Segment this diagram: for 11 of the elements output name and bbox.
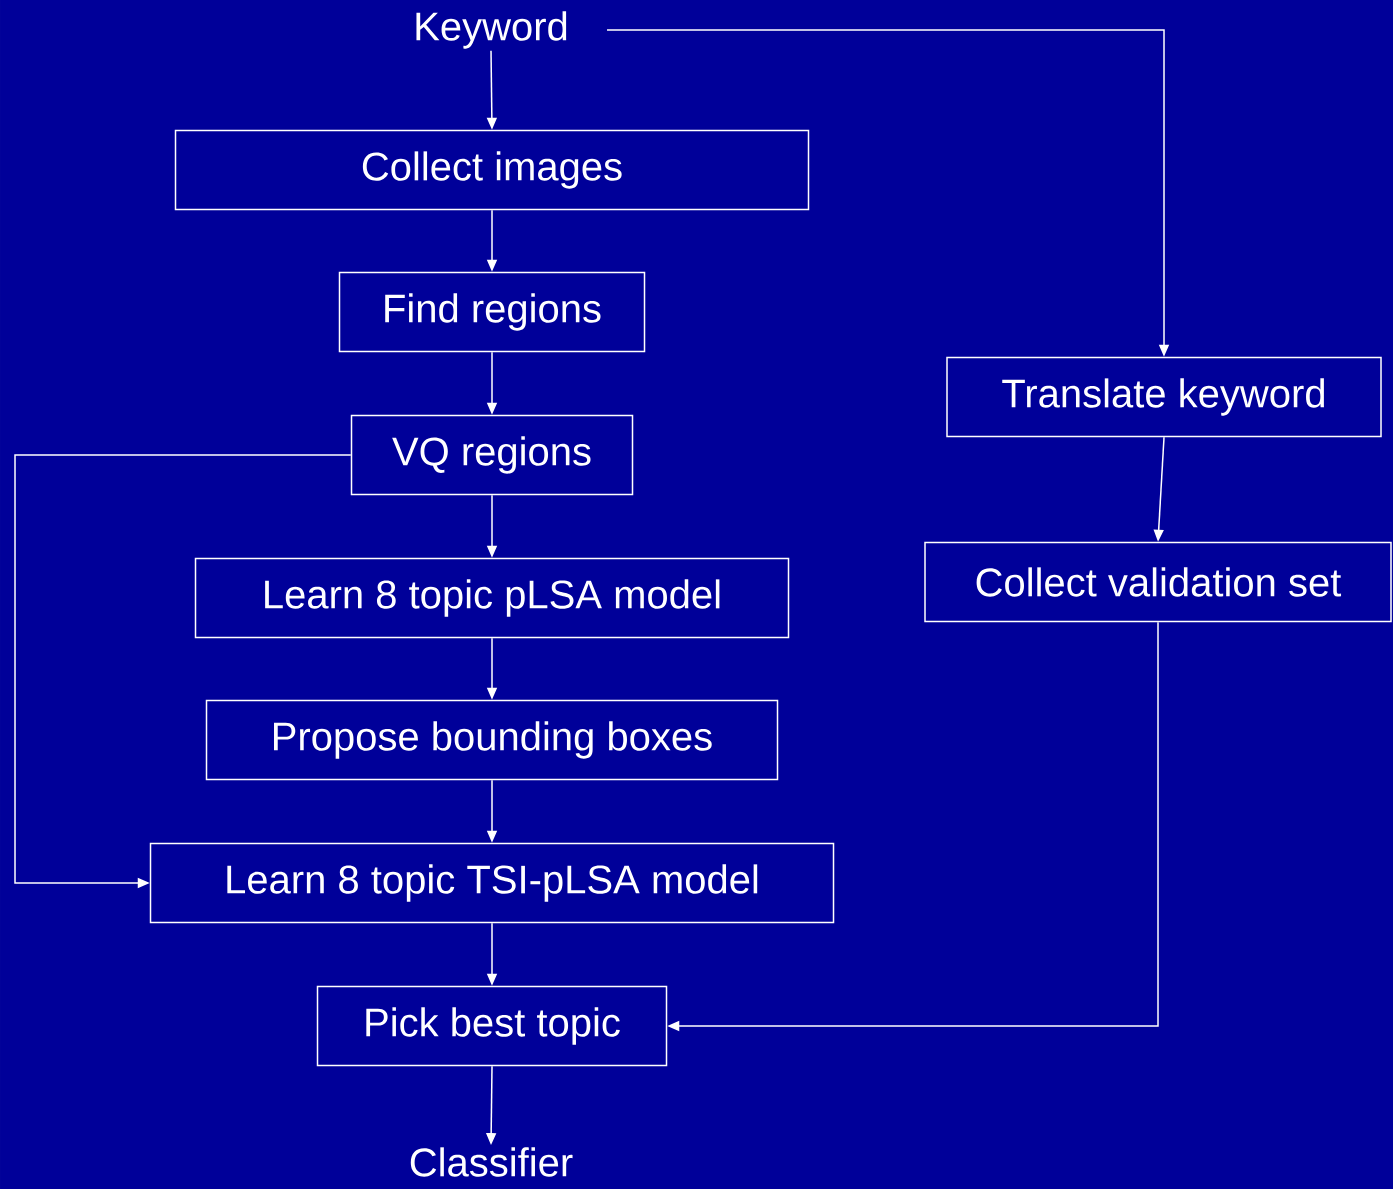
process-box: Propose bounding boxes <box>205 699 779 781</box>
process-box: Collect images <box>174 129 810 211</box>
process-box: Translate keyword <box>946 356 1382 438</box>
process-box: Learn 8 topic pLSA model <box>194 557 790 639</box>
process-box: VQ regions <box>350 414 634 496</box>
process-box: Collect validation set <box>924 541 1392 623</box>
flow-text: Classifier <box>410 1147 573 1177</box>
process-box: Pick best topic <box>316 985 668 1067</box>
process-box: Find regions <box>338 271 646 353</box>
flow-text: Keyword <box>416 11 567 49</box>
process-box: Learn 8 topic TSI-pLSA model <box>149 842 835 924</box>
